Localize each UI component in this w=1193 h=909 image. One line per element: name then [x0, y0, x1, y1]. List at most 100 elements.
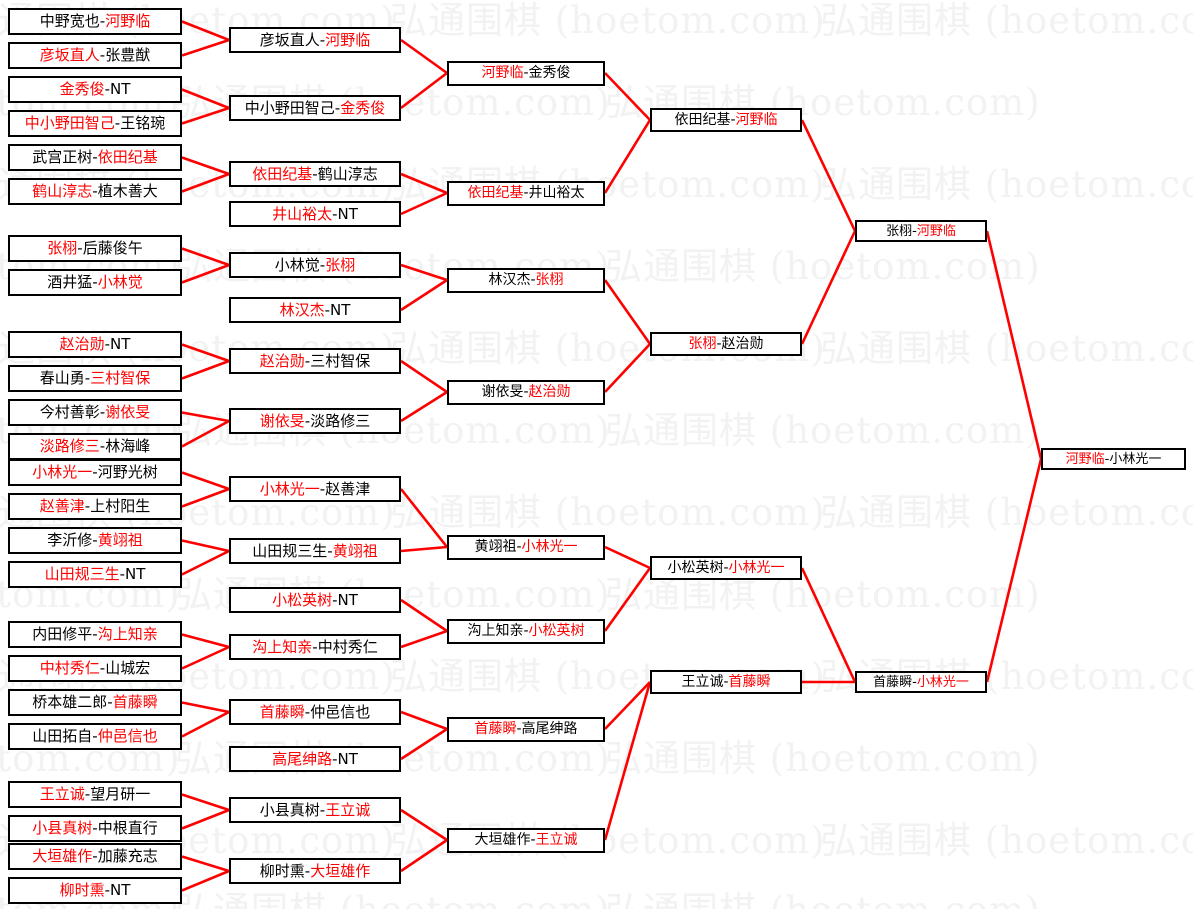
match-box[interactable]: 桥本雄二郎-首藤瞬 — [8, 689, 182, 716]
player-right: 小林光一 — [1109, 451, 1162, 467]
match-box[interactable]: 彦坂直人-张豊猷 — [8, 42, 182, 69]
match-box[interactable]: 井山裕太-NT — [229, 201, 401, 227]
player-left: 黄翊祖 — [474, 539, 517, 555]
match-box[interactable]: 武宫正树-依田纪基 — [8, 144, 182, 171]
player-left: 内田修平 — [32, 625, 93, 643]
match-box[interactable]: 小松英树-NT — [229, 587, 401, 613]
match-box[interactable]: 黄翊祖-小林光一 — [447, 534, 605, 560]
player-left: 小松英树 — [667, 560, 724, 576]
match-box[interactable]: 首藤瞬-高尾绅路 — [447, 716, 605, 742]
match-box[interactable]: 柳时熏-NT — [8, 877, 182, 904]
separator: - — [312, 637, 318, 656]
connector-line — [181, 633, 230, 649]
match-box[interactable]: 金秀俊-NT — [8, 76, 182, 103]
match-box[interactable]: 彦坂直人-河野临 — [229, 27, 401, 53]
match-box[interactable]: 柳时熏-大垣雄作 — [229, 858, 401, 884]
match-box[interactable]: 小松英树-小林光一 — [650, 556, 802, 580]
match-box[interactable]: 赵治勋-三村智保 — [229, 348, 401, 374]
match-box[interactable]: 中小野田智己-王铭琬 — [8, 110, 182, 137]
separator: - — [319, 479, 326, 498]
separator: - — [92, 819, 98, 837]
match-box[interactable]: 张栩-赵治勋 — [650, 332, 802, 356]
match-box[interactable]: 赵治勋-NT — [8, 331, 182, 358]
match-box[interactable]: 高尾绅路-NT — [229, 746, 401, 772]
player-right: 王立诚 — [325, 800, 371, 819]
player-left: 首藤瞬 — [873, 674, 913, 690]
match-box[interactable]: 大垣雄作-王立诚 — [447, 827, 605, 853]
match-box[interactable]: 山田规三生-黄翊祖 — [229, 538, 401, 564]
match-box[interactable]: 依田纪基-井山裕太 — [447, 180, 605, 206]
match-box[interactable]: 小林光一-河野光树 — [8, 459, 182, 486]
match-box[interactable]: 河野临-金秀俊 — [447, 60, 605, 86]
player-right: 张豊猷 — [105, 46, 151, 64]
match-box[interactable]: 李沂修-黄翊祖 — [8, 527, 182, 554]
connector-line — [181, 645, 230, 670]
connector-line — [181, 855, 230, 873]
match-box[interactable]: 王立诚-望月研一 — [8, 781, 182, 808]
match-box[interactable]: 内田修平-沟上知亲 — [8, 621, 182, 648]
match-box[interactable]: 淡路修三-林海峰 — [8, 433, 182, 460]
match-box[interactable]: 依田纪基-鹤山淳志 — [229, 161, 401, 187]
match-box[interactable]: 山田规三生-NT — [8, 561, 182, 588]
match-box[interactable]: 首藤瞬-小林光一 — [855, 671, 987, 693]
match-box[interactable]: 谢依旻-淡路修三 — [229, 408, 401, 434]
match-box[interactable]: 今村善彰-谢依旻 — [8, 399, 182, 426]
player-right: 小林光一 — [728, 560, 785, 576]
connector-line — [400, 727, 448, 761]
player-left: 赵治勋 — [59, 335, 105, 353]
connector-line — [603, 279, 652, 345]
connector-line — [181, 156, 230, 176]
match-box[interactable]: 酒井猛-小林觉 — [8, 269, 182, 296]
match-box[interactable]: 首藤瞬-仲邑信也 — [229, 699, 401, 725]
player-right: NT — [330, 300, 351, 319]
match-box[interactable]: 林汉杰-张栩 — [447, 267, 605, 293]
separator: - — [99, 659, 106, 677]
match-box[interactable]: 小林觉-张栩 — [229, 252, 401, 278]
match-box[interactable]: 中村秀仁-山城宏 — [8, 655, 182, 682]
player-right: NT — [337, 590, 358, 609]
match-box[interactable]: 沟上知亲-小松英树 — [447, 618, 605, 644]
match-box[interactable]: 沟上知亲-中村秀仁 — [229, 634, 401, 660]
connector-line — [400, 38, 448, 75]
match-box[interactable]: 春山勇-三村智保 — [8, 365, 182, 392]
separator: - — [912, 223, 917, 239]
match-box[interactable]: 张栩-河野临 — [855, 220, 987, 242]
separator: - — [1104, 451, 1110, 467]
player-right: NT — [110, 335, 131, 353]
separator: - — [319, 255, 326, 274]
match-box[interactable]: 鹤山淳志-植木善大 — [8, 178, 182, 205]
watermark-text: 弘通围棋 (hoetom.com) — [605, 245, 1041, 288]
player-right: 三村智保 — [310, 351, 371, 370]
connector-line — [181, 247, 230, 267]
match-box[interactable]: 山田拓自-仲邑信也 — [8, 723, 182, 750]
player-left: 依田纪基 — [252, 164, 313, 183]
player-right: 高尾绅路 — [521, 721, 578, 737]
player-left: 武宫正树 — [32, 148, 93, 166]
match-box[interactable]: 谢依旻-赵治勋 — [447, 379, 605, 405]
match-box[interactable]: 小林光一-赵善津 — [229, 476, 401, 502]
match-box[interactable]: 张栩-后藤俊午 — [8, 235, 182, 262]
player-right: 河野临 — [735, 112, 778, 128]
connector-line — [181, 343, 230, 363]
separator: - — [723, 674, 729, 690]
match-box[interactable]: 王立诚-首藤瞬 — [650, 670, 802, 694]
connector-line — [400, 172, 448, 195]
player-left: 沟上知亲 — [467, 623, 524, 639]
match-box[interactable]: 中野宽也-河野临 — [8, 8, 182, 35]
match-box[interactable]: 小县真树-中根直行 — [8, 815, 182, 842]
match-box[interactable]: 林汉杰-NT — [229, 297, 401, 323]
match-box[interactable]: 小县真树-王立诚 — [229, 797, 401, 823]
match-box[interactable]: 河野临-小林光一 — [1041, 448, 1186, 470]
connector-line — [181, 487, 230, 508]
match-box[interactable]: 中小野田智己-金秀俊 — [229, 95, 401, 121]
player-left: 彦坂直人 — [39, 46, 100, 64]
player-right: 小松英树 — [528, 623, 585, 639]
match-box[interactable]: 赵善津-上村阳生 — [8, 493, 182, 520]
separator: - — [107, 693, 113, 711]
player-left: 首藤瞬 — [259, 702, 305, 721]
match-box[interactable]: 依田纪基-河野临 — [650, 108, 802, 132]
player-left: 张栩 — [886, 223, 913, 239]
separator: - — [324, 300, 331, 319]
match-box[interactable]: 大垣雄作-加藤充志 — [8, 843, 182, 870]
connector-line — [604, 681, 651, 730]
